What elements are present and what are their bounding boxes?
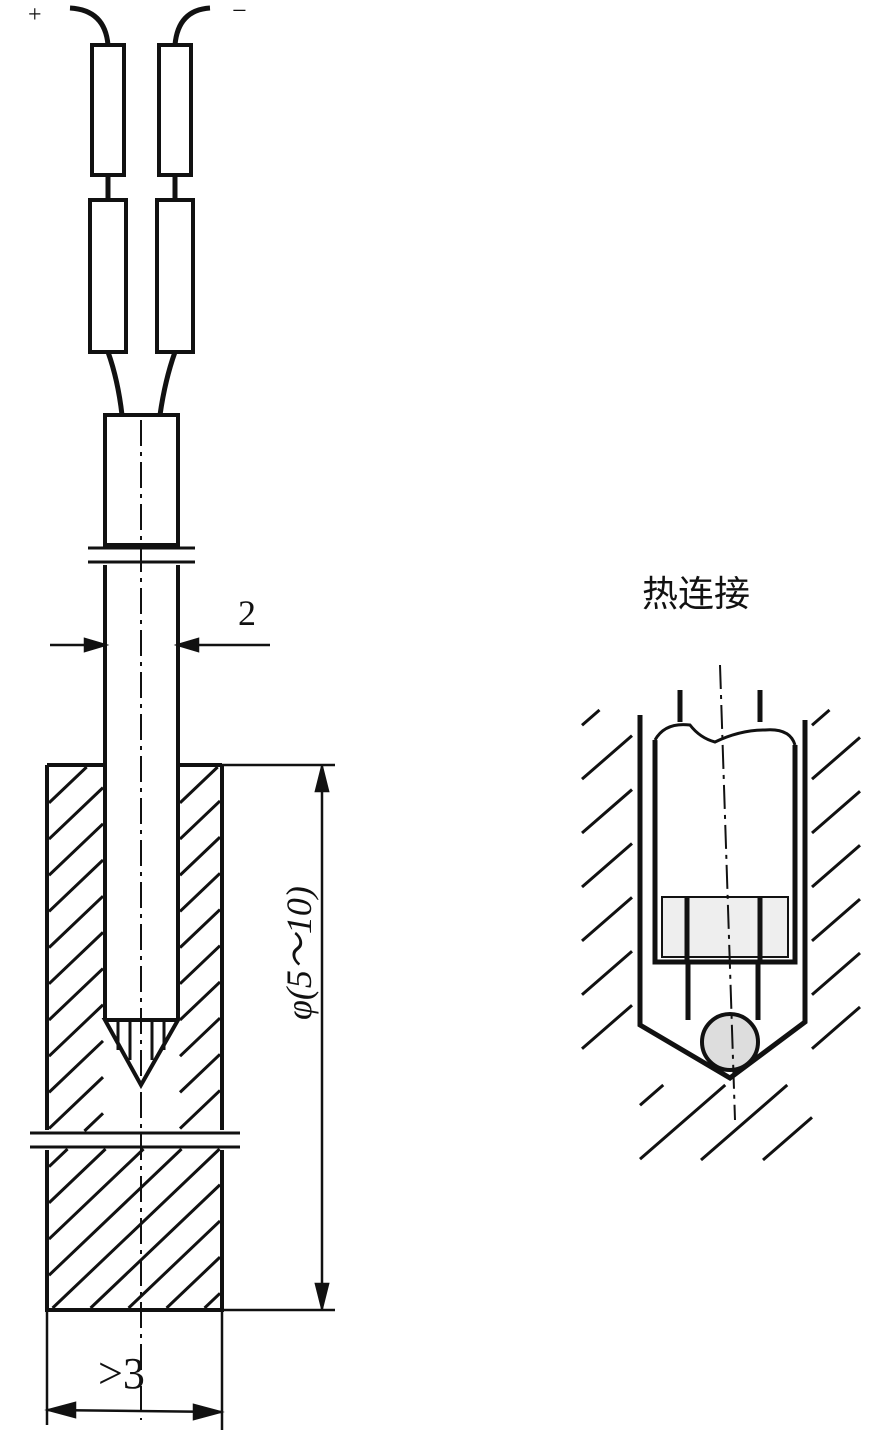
hatch-line: [700, 1083, 789, 1162]
hatch-line: [811, 708, 831, 727]
hatch-line: [178, 1053, 222, 1094]
hatch-line: [47, 1003, 105, 1058]
positive-terminal-label: +: [28, 2, 42, 28]
hatch-line: [47, 786, 105, 841]
hatch-line: [811, 897, 861, 943]
hatch-line: [581, 842, 633, 889]
hatch-line: [47, 1147, 145, 1241]
hatch-line: [47, 1039, 105, 1094]
dimension-lines: [44, 637, 335, 1430]
hatch-line: [639, 1083, 727, 1161]
hatch-line: [127, 1219, 222, 1310]
hatch-line: [811, 790, 861, 835]
hatch-line: [581, 734, 633, 781]
hatch-line: [47, 967, 105, 1022]
hatch-line: [83, 1112, 105, 1133]
hatch-line: [811, 844, 861, 889]
edge-distance-dimension: >3: [98, 1349, 145, 1398]
hatch-line: [639, 1083, 665, 1107]
hatch-line: [178, 1017, 222, 1058]
hatch-line: [178, 944, 222, 985]
hatch-line: [581, 950, 633, 996]
hatch-line: [762, 1116, 813, 1162]
hatch-line: [165, 1256, 222, 1310]
hatch-line: [178, 980, 222, 1022]
detail-title: 热连接: [642, 574, 751, 615]
lead-wires: [69, 5, 211, 416]
hatch-line: [178, 799, 222, 841]
insulation-sleeves: [88, 43, 195, 354]
hatch-line: [47, 822, 105, 877]
hatch-line: [581, 708, 601, 727]
hatch-line: [89, 1183, 222, 1310]
hatch-line: [581, 1004, 633, 1050]
hatch-line: [47, 765, 88, 804]
hatch-line: [178, 908, 222, 949]
hatch-line: [203, 1292, 222, 1310]
hatch-line: [581, 788, 633, 835]
workpiece-hatching: [47, 765, 222, 1310]
detail-centerline: [719, 664, 736, 1121]
hatch-line: [51, 1147, 221, 1310]
hot-junction-detail: [637, 690, 808, 1081]
hatch-line: [47, 1076, 105, 1130]
hatch-line: [178, 1089, 222, 1130]
hatch-line: [178, 836, 222, 877]
hatch-line: [811, 736, 861, 781]
hatch-line: [47, 1147, 107, 1204]
hatch-line: [47, 931, 105, 985]
hole-diameter-dimension: φ(5～10): [279, 886, 319, 1020]
hatch-line: [47, 1147, 69, 1168]
hatch-line: [178, 872, 222, 913]
hatch-line: [47, 1147, 183, 1277]
hatch-line: [47, 895, 105, 949]
workpiece-block: [30, 763, 240, 1312]
tube-wall-dimension: 2: [238, 593, 256, 633]
hatch-line: [581, 896, 633, 943]
hatch-line: [47, 858, 105, 913]
hatch-line: [811, 951, 861, 996]
hatch-line: [178, 765, 219, 804]
negative-terminal-label: −: [232, 0, 247, 25]
detail-hatching: [581, 708, 861, 1162]
hatch-line: [811, 1005, 861, 1050]
